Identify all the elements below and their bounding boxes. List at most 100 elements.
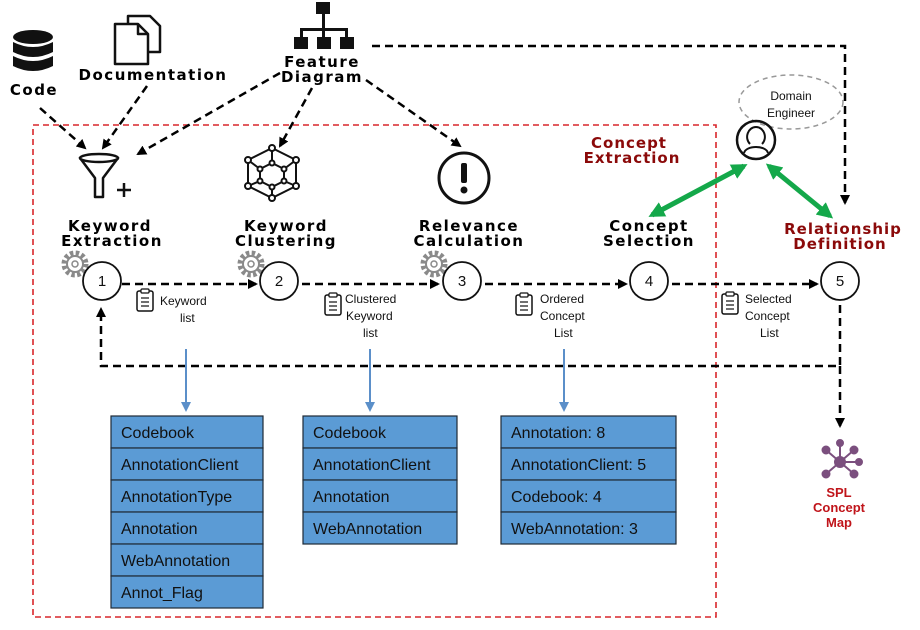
green-arrow-selection-engineer: [648, 163, 748, 218]
list-cell: Codebook: [302, 415, 458, 449]
feature-diagram-label-line2: Diagram: [281, 68, 363, 86]
step-3-title-line1: Relevance: [419, 217, 519, 235]
list-cell: AnnotationClient: [302, 447, 458, 481]
spl-map-label-line1: SPL: [826, 485, 851, 500]
ordered-list-table: Annotation: 8 AnnotationClient: 5 Codebook…: [500, 415, 677, 545]
artifact-keyword-list-line1: Keyword: [160, 294, 207, 308]
list-cell-text: Codebook: [121, 425, 195, 442]
hierarchy-icon: [294, 2, 354, 49]
artifact-ordered-list-line3: List: [554, 326, 573, 340]
artifact-selected-list-line1: Selected: [745, 292, 792, 306]
step-5-node: 5: [820, 261, 860, 301]
keyword-list-table: CodebookAnnotationClientAnnotationTypeAn…: [110, 415, 264, 609]
gear-icon: [61, 250, 89, 278]
step-2-title-line1: Keyword: [244, 217, 328, 235]
arrow-feature-to-relevance: [365, 78, 462, 148]
list-cell-text: AnnotationClient: [313, 457, 431, 474]
svg-text:2: 2: [275, 273, 283, 290]
documentation-label: Documentation: [79, 66, 228, 84]
gear-icon: [237, 250, 265, 278]
domain-engineer-label-line1: Domain: [770, 89, 811, 103]
artifact-selected-list-line2: Concept: [745, 309, 790, 323]
spl-map-label-line2: Concept: [813, 500, 866, 515]
list-cell: WebAnnotation: 3: [500, 511, 677, 545]
arrow-code-to-extraction: [39, 107, 87, 150]
clipboard-icon: [721, 291, 739, 315]
list-cell-text: Annotation: [313, 489, 390, 506]
user-icon: [735, 119, 777, 161]
list-cell: Codebook: [110, 415, 264, 449]
list-cell-text: Annot_Flag: [121, 585, 203, 602]
artifact-selected-list-line3: List: [760, 326, 779, 340]
arrow-feature-to-relationship: [372, 44, 850, 205]
relationship-definition-label-line1: Relationship: [784, 220, 902, 238]
cube-network-icon: [244, 144, 300, 202]
step-4-node: 4: [629, 261, 669, 301]
relationship-definition-label-line2: Definition: [793, 235, 886, 253]
step-3-node: 3: [442, 261, 482, 301]
list-cell-text: Codebook: [313, 425, 387, 442]
code-label: Code: [10, 81, 58, 99]
step-1-title-line1: Keyword: [68, 217, 152, 235]
step-2-node: 2: [259, 261, 299, 301]
clustered-list-table: CodebookAnnotationClientAnnotationWebAnn…: [302, 415, 458, 545]
list-cell: WebAnnotation: [110, 543, 264, 577]
feedback-arrow-5-1: [96, 305, 842, 368]
clipboard-icon: [324, 292, 342, 316]
list-cell: AnnotationClient: [110, 447, 264, 481]
documents-icon: [113, 14, 162, 66]
step-3-title-line2: Calculation: [414, 232, 525, 250]
list-cell: WebAnnotation: [302, 511, 458, 545]
list-cell-text: Codebook: 4: [511, 489, 602, 506]
artifact-keyword-list-line2: list: [180, 311, 195, 325]
funnel-icon: [78, 152, 131, 199]
list-cell: Annotation: 8: [500, 415, 677, 449]
artifact-clustered-list-line3: list: [363, 326, 378, 340]
domain-engineer-label-line2: Engineer: [767, 106, 815, 120]
list-cell: AnnotationType: [110, 479, 264, 513]
list-cell: Annotation: [302, 479, 458, 513]
network-icon: [821, 439, 863, 479]
list-cell-text: AnnotationClient: [121, 457, 239, 474]
arrow-feature-to-extraction: [136, 71, 281, 156]
arrow-doc-to-extraction: [101, 85, 149, 150]
list-cell: AnnotationClient: 5: [500, 447, 677, 481]
concept-extraction-label-line1: Concept: [591, 134, 667, 152]
artifact-ordered-list-line2: Concept: [540, 309, 585, 323]
gear-icon: [420, 250, 448, 278]
list-cell-text: AnnotationClient: 5: [511, 457, 646, 474]
list-cell-text: WebAnnotation: 3: [511, 521, 638, 538]
list-cell: Annot_Flag: [110, 575, 264, 609]
step-1-title-line2: Extraction: [61, 232, 163, 250]
list-cell-text: Annotation: [121, 521, 198, 538]
step-4-title-line1: Concept: [609, 217, 688, 235]
svg-text:3: 3: [458, 273, 466, 290]
list-cell-text: AnnotationType: [121, 489, 232, 506]
feature-diagram-label-line1: Feature: [284, 53, 360, 71]
spl-map-label-line3: Map: [826, 515, 852, 530]
concept-extraction-frame: [32, 124, 717, 618]
svg-text:1: 1: [98, 273, 106, 290]
clipboard-icon: [515, 292, 533, 316]
svg-text:5: 5: [836, 273, 844, 290]
green-arrow-engineer-relationship: [765, 163, 834, 219]
arrow-feature-to-clustering: [278, 87, 314, 148]
list-cell-text: WebAnnotation: [121, 553, 230, 570]
list-cell-text: Annotation: 8: [511, 425, 605, 442]
list-cell: Codebook: 4: [500, 479, 677, 513]
concept-extraction-label-line2: Extraction: [584, 149, 681, 167]
svg-text:4: 4: [645, 273, 653, 290]
step-4-title-line2: Selection: [603, 232, 695, 250]
list-cell: Annotation: [110, 511, 264, 545]
artifact-clustered-list-line1: Clustered: [345, 292, 396, 306]
artifact-ordered-list-line1: Ordered: [540, 292, 584, 306]
step-1-node: 1: [82, 261, 122, 301]
step-2-title-line2: Clustering: [235, 232, 337, 250]
exclamation-icon: [437, 151, 491, 205]
domain-engineer-cloud: [738, 74, 844, 130]
list-cell-text: WebAnnotation: [313, 521, 422, 538]
clipboard-icon: [136, 288, 154, 312]
database-icon: [13, 30, 53, 71]
artifact-clustered-list-line2: Keyword: [346, 309, 393, 323]
